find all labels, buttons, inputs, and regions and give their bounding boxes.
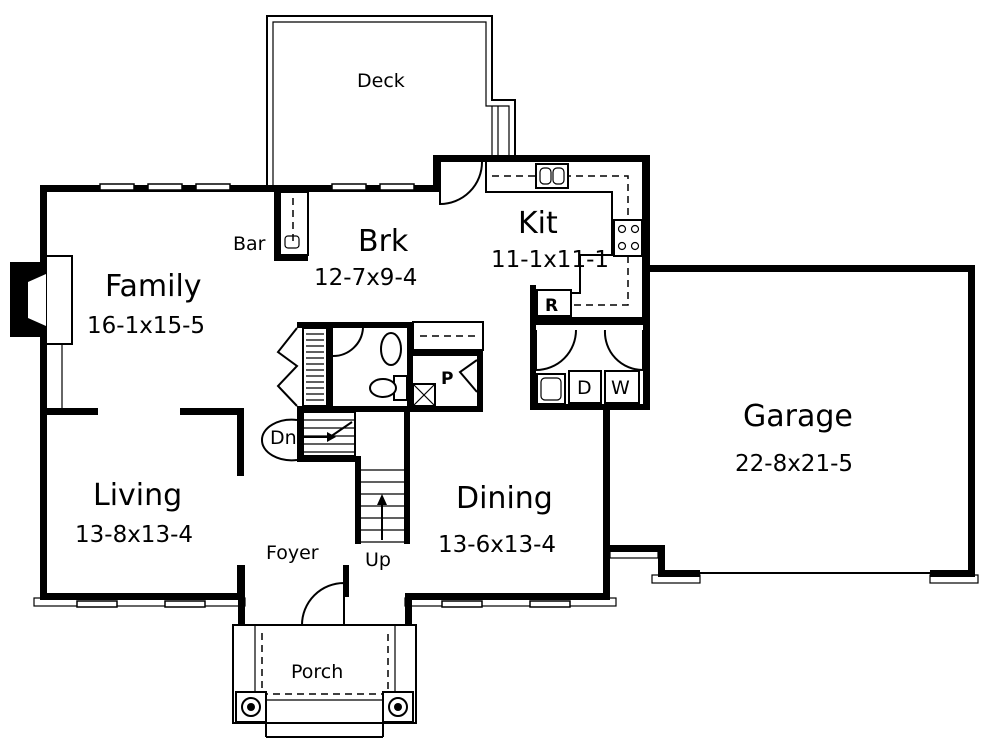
stairs-down-label: Dn xyxy=(270,427,297,449)
deck-door xyxy=(439,161,483,206)
dining-size: 13-6x13-4 xyxy=(438,532,556,558)
washer-label: W xyxy=(611,377,630,399)
bar xyxy=(274,191,309,261)
garage-label: Garage xyxy=(743,399,853,434)
porch-label: Porch xyxy=(291,661,343,683)
stairs-up-label: Up xyxy=(365,549,391,571)
foyer-label: Foyer xyxy=(266,542,319,564)
core-block: P xyxy=(276,321,484,412)
dining-label: Dining xyxy=(456,481,553,516)
garage-size: 22-8x21-5 xyxy=(735,451,853,477)
closet-rod xyxy=(306,333,324,401)
deck xyxy=(266,15,516,187)
brk-size: 12-7x9-4 xyxy=(314,265,417,291)
kit-label: Kit xyxy=(518,206,558,241)
deck-label: Deck xyxy=(357,70,405,92)
living-size: 13-8x13-4 xyxy=(75,522,193,548)
family-size: 16-1x15-5 xyxy=(87,313,205,339)
fireplace xyxy=(10,255,73,410)
garage xyxy=(603,265,979,584)
porch xyxy=(232,581,417,738)
laundry: D W xyxy=(530,325,650,410)
top-windows xyxy=(76,183,571,608)
brk-label: Brk xyxy=(358,224,409,259)
stairs: Dn Up xyxy=(260,411,410,571)
kitchen: R xyxy=(485,162,650,325)
pantry-label: P xyxy=(441,369,453,389)
refrigerator-label: R xyxy=(545,296,558,316)
kit-size: 11-1x11-1 xyxy=(491,247,609,273)
dryer-label: D xyxy=(577,377,592,399)
family-label: Family xyxy=(105,269,202,304)
interior-walls xyxy=(40,408,349,597)
living-label: Living xyxy=(93,478,182,513)
bar-label: Bar xyxy=(233,233,266,255)
